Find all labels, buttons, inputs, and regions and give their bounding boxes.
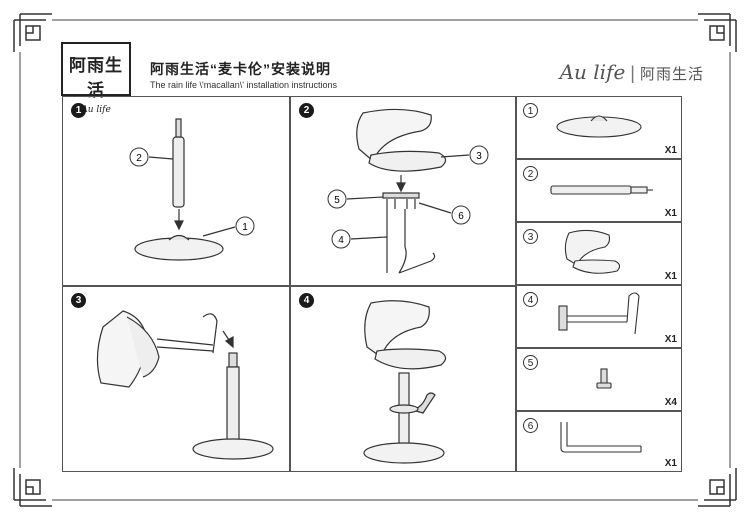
gas-lift-column-icon — [550, 185, 653, 195]
footrest-bracket-icon — [558, 292, 640, 335]
part-number: 4 — [523, 292, 538, 307]
step-3-illustration — [96, 310, 274, 460]
part-number: 2 — [523, 166, 538, 181]
allen-key-icon — [560, 422, 642, 453]
brand-script: Au life — [559, 60, 626, 84]
brand-separator: | — [630, 63, 635, 83]
part-quantity: X1 — [664, 334, 677, 345]
part-number: 1 — [523, 103, 538, 118]
brand-logo: 阿雨生活 Au life — [61, 42, 131, 115]
step-1-panel: 1 2 1 — [62, 96, 290, 286]
seat-shell-icon — [564, 229, 621, 274]
part-card: 2 X1 — [516, 159, 682, 222]
callout-part-2: 2 — [136, 153, 142, 164]
part-quantity: X1 — [664, 458, 677, 469]
part-card: 6 X1 — [516, 411, 682, 472]
part-number: 3 — [523, 229, 538, 244]
brand-chinese: 阿雨生活 — [639, 66, 704, 83]
part-card: 4 X1 — [516, 285, 682, 348]
step-4-illustration — [363, 300, 447, 464]
step-number-badge: 3 — [71, 293, 86, 308]
step-number-badge: 4 — [299, 293, 314, 308]
brand-mark: Au life|阿雨生活 — [560, 60, 704, 84]
base-icon — [556, 115, 642, 138]
part-quantity: X1 — [664, 145, 677, 156]
step-3-panel: 3 — [62, 286, 290, 472]
part-card: 1 X1 — [516, 96, 682, 159]
step-2-panel: 2 3 5 — [290, 96, 516, 286]
callout-part-5: 5 — [334, 195, 340, 206]
part-quantity: X4 — [664, 397, 677, 408]
step-2-illustration: 3 5 6 4 — [327, 108, 489, 274]
part-card: 3 X1 — [516, 222, 682, 285]
page-subtitle: The rain life \'macallan\' installation … — [150, 80, 338, 90]
step-number-badge: 1 — [71, 103, 86, 118]
part-quantity: X1 — [664, 271, 677, 282]
screw-icon — [596, 368, 612, 389]
callout-part-6: 6 — [458, 211, 464, 222]
part-quantity: X1 — [664, 208, 677, 219]
part-number: 6 — [523, 418, 538, 433]
callout-part-4: 4 — [338, 235, 344, 246]
page-title: 阿雨生活“麦卡伦”安装说明 — [150, 61, 331, 77]
logo-script-text: Au life — [81, 105, 111, 115]
logo-chinese-text: 阿雨生活 — [69, 56, 123, 101]
callout-part-3: 3 — [476, 151, 482, 162]
part-card: 5 X4 — [516, 348, 682, 411]
callout-part-1: 1 — [242, 222, 248, 233]
step-4-panel: 4 — [290, 286, 516, 472]
step-1-illustration: 2 1 — [129, 118, 255, 261]
step-number-badge: 2 — [299, 103, 314, 118]
part-number: 5 — [523, 355, 538, 370]
